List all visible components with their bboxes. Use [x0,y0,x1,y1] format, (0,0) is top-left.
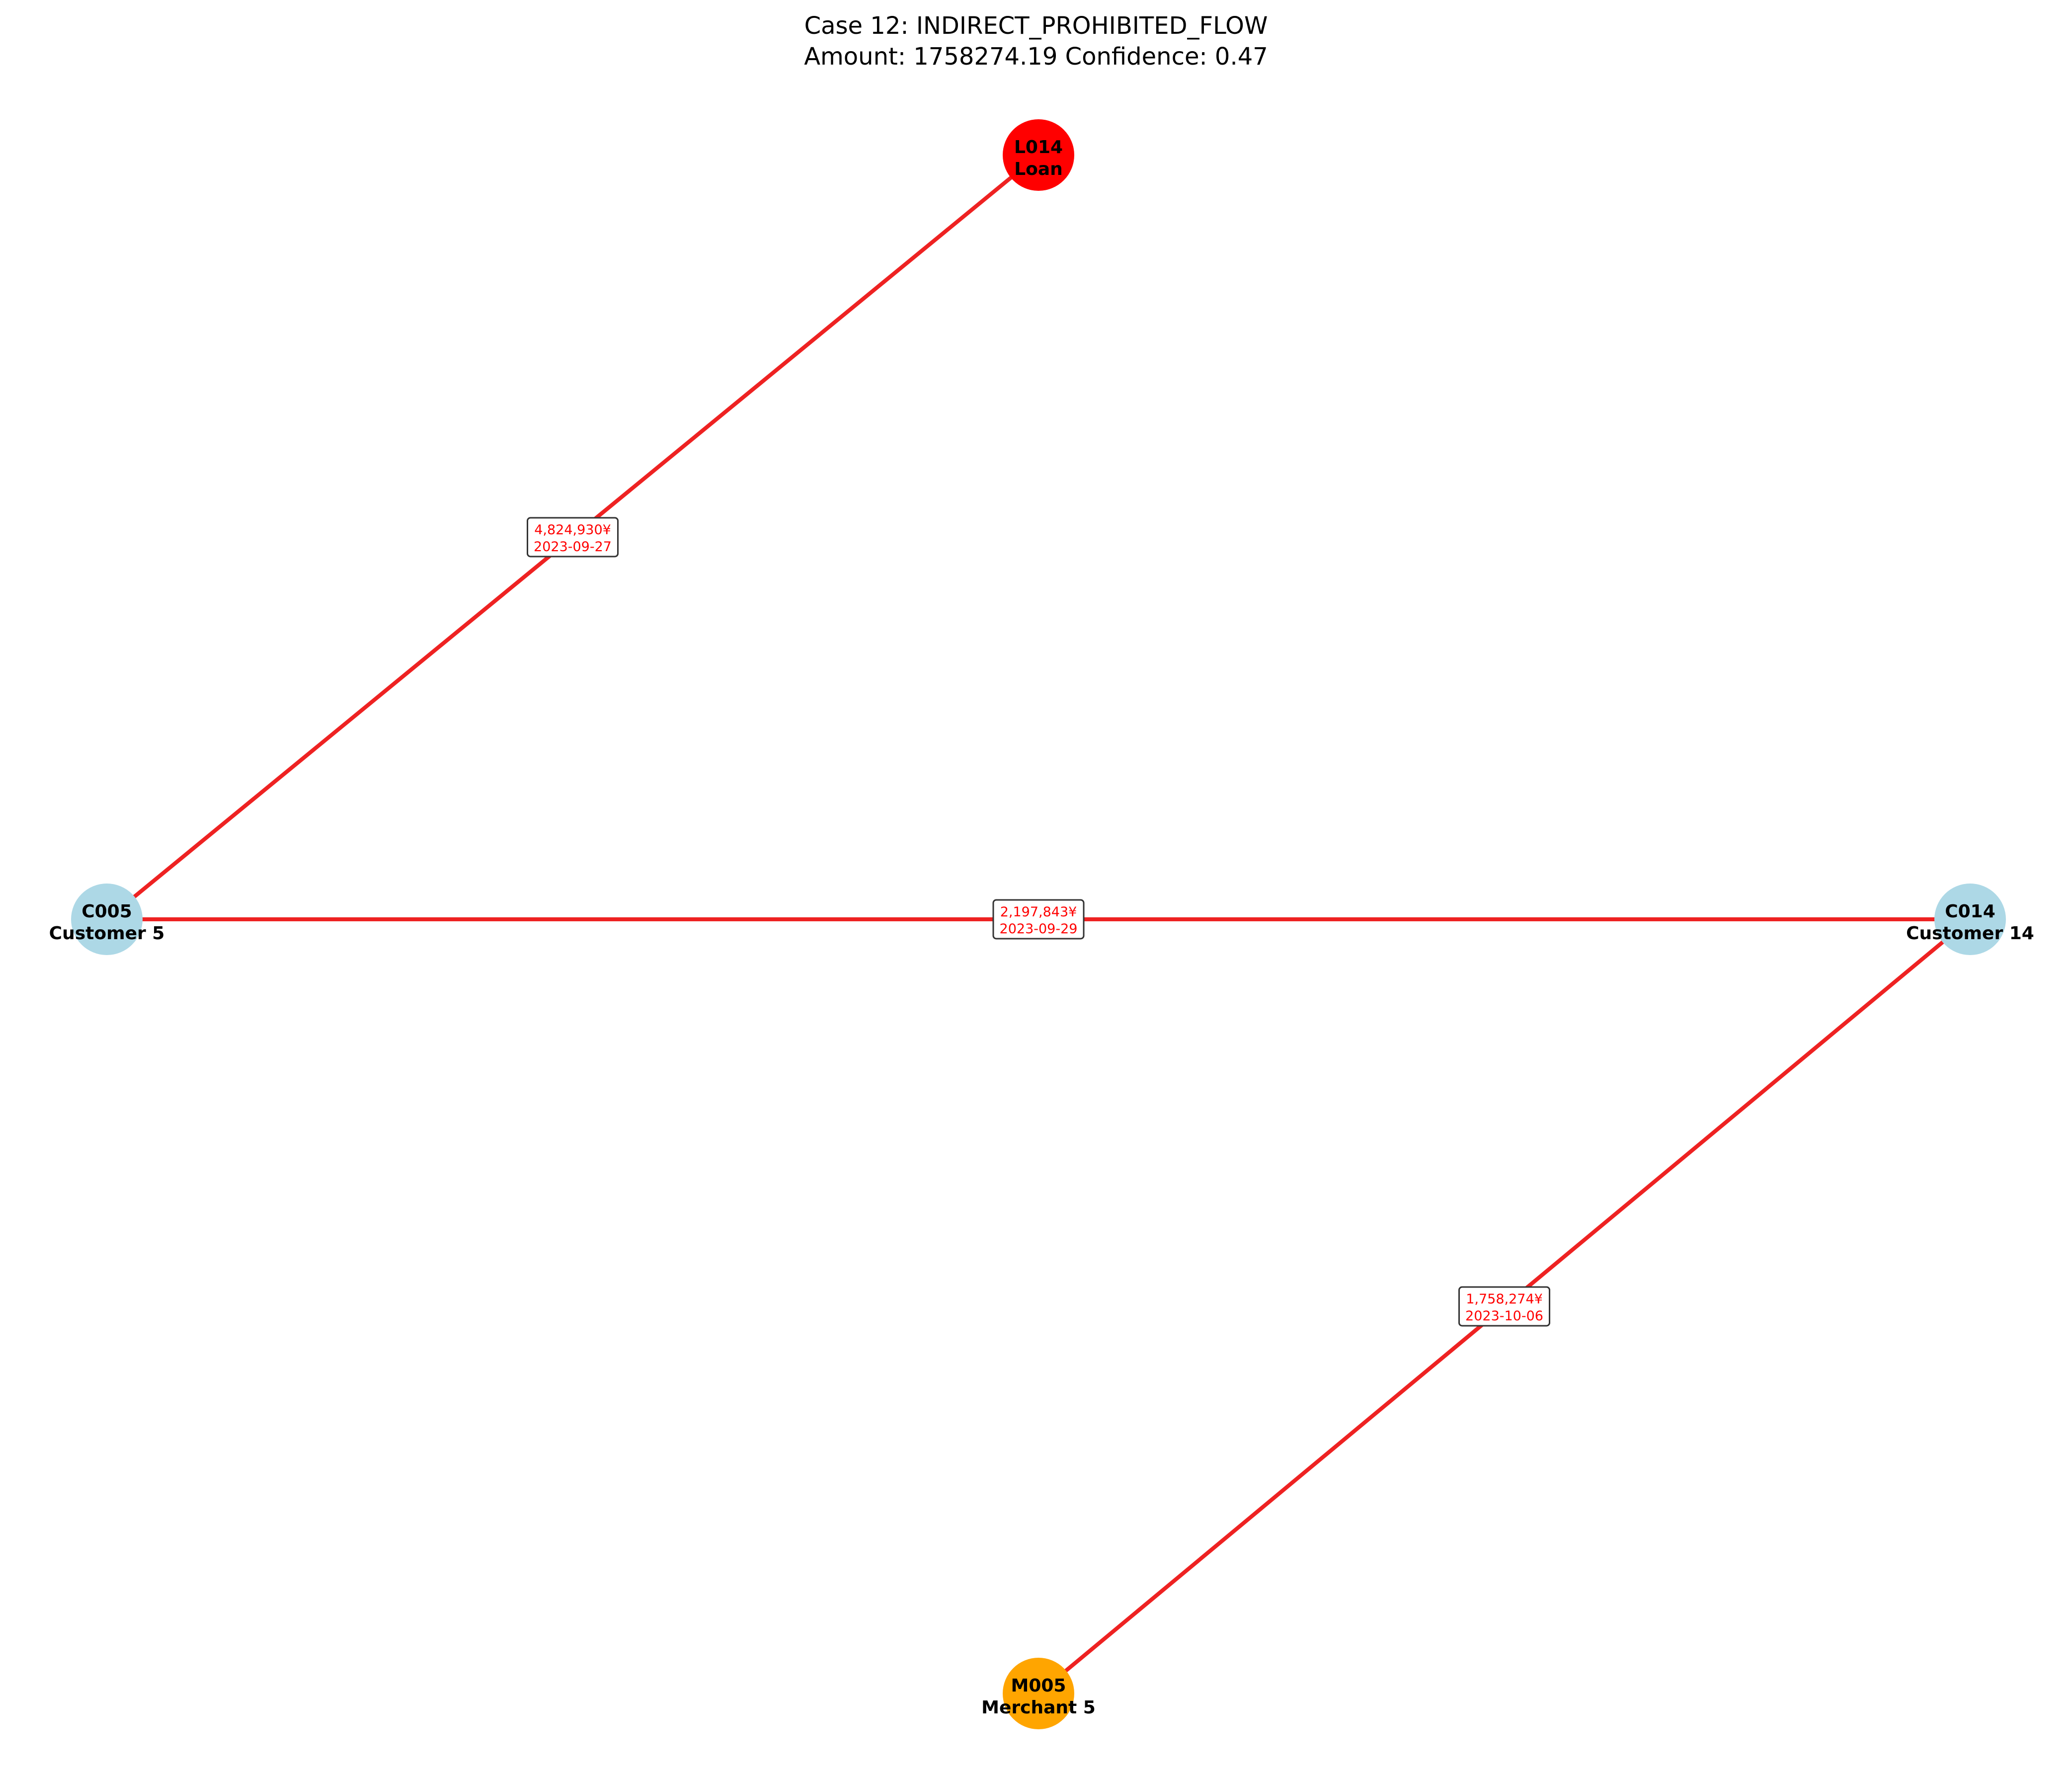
diagram-title: Case 12: INDIRECT_PROHIBITED_FLOW [804,12,1268,40]
node-name-label: Merchant 5 [981,1697,1096,1718]
node-name-label: Loan [1014,159,1063,179]
node-name-label: Customer 5 [49,923,165,944]
diagram-subtitle: Amount: 1758274.19 Confidence: 0.47 [804,43,1268,71]
edge-amount: 2,197,843¥ [1000,904,1077,920]
edge-labels-layer: 4,824,930¥2023-09-27 2,197,843¥2023-09-29… [527,517,1550,1327]
node-m005 [1003,1658,1074,1729]
edge-label: 1,758,274¥2023-10-06 [1458,1286,1550,1327]
node-id-label: C014 [1945,901,1995,922]
edge-label-box [527,517,619,558]
node-c014 [1934,884,2006,955]
node-name-label: Customer 14 [1906,923,2034,944]
node-id-label: L014 [1014,137,1063,158]
edge-amount: 1,758,274¥ [1466,1291,1543,1307]
node-id-label: C005 [81,901,132,922]
edge-label: 4,824,930¥2023-09-27 [527,517,619,558]
edge-amount: 4,824,930¥ [534,522,611,538]
edge-label-box [992,899,1085,940]
edge-label-box [1458,1286,1550,1327]
edge-label: 2,197,843¥2023-09-29 [992,899,1085,940]
node-id-label: M005 [1011,1676,1066,1696]
edge-date: 2023-09-29 [1000,921,1078,937]
node-l014 [1003,119,1074,191]
nodes-layer [71,119,2006,1729]
node-c005 [71,884,143,955]
edge-date: 2023-09-27 [534,539,612,555]
edge-date: 2023-10-06 [1465,1308,1543,1324]
